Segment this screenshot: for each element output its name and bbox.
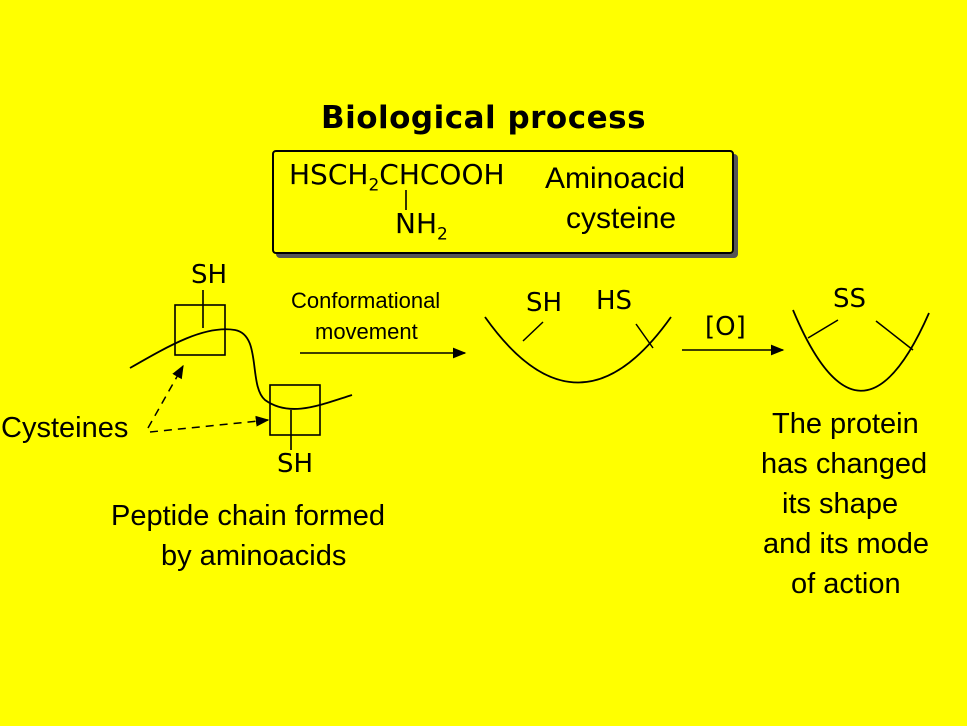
cysteine-pointer-arrow-top: [147, 364, 184, 429]
page-title: Biological process: [320, 100, 647, 136]
cysteine-box-top: [174, 304, 226, 356]
cysteine-box-bottom: [269, 384, 321, 436]
middle-hs-label: HS: [596, 286, 633, 316]
peptide-chain-curve: [129, 328, 353, 410]
peptide-caption-line2: by aminoacids: [161, 540, 347, 572]
cysteine-pointer-arrow-bottom: [149, 415, 270, 433]
result-text-line2: has changed: [761, 448, 928, 480]
formula-label-line1: Aminoacid: [545, 162, 686, 195]
right-s-bond-left: [807, 319, 839, 339]
result-text-line1: The protein: [772, 408, 919, 440]
sh-label-bottom: SH: [277, 449, 314, 479]
right-s-bond-right: [875, 320, 914, 351]
disulfide-ss-label: SS: [833, 284, 867, 314]
result-text-line3: its shape: [782, 488, 899, 520]
formula-box: [272, 150, 734, 254]
conformational-label-line2: movement: [315, 319, 418, 344]
right-u-curve: [792, 309, 930, 392]
cysteines-label: Cysteines: [1, 412, 129, 444]
cysteine-formula: HSCH2CHCOOH: [289, 158, 505, 196]
formula-main-b: CHCOOH: [379, 158, 505, 191]
result-text-line4: and its mode: [763, 528, 930, 560]
formula-amine: NH2: [395, 207, 448, 245]
formula-main-a: HSCH: [289, 158, 369, 191]
middle-sh-bond: [522, 321, 544, 342]
formula-main-sub: 2: [368, 175, 380, 196]
formula-amine-sub: 2: [437, 224, 448, 245]
oxidation-label: [O]: [705, 312, 746, 342]
middle-sh-label: SH: [526, 288, 563, 318]
peptide-caption-line1: Peptide chain formed: [111, 500, 386, 532]
sh-label-top: SH: [191, 260, 228, 290]
middle-hs-bond: [635, 323, 654, 349]
middle-u-curve: [484, 316, 672, 384]
conformational-label-line1: Conformational: [291, 288, 441, 313]
formula-amine-a: NH: [395, 207, 437, 240]
result-text-line5: of action: [791, 568, 901, 600]
formula-label-line2: cysteine: [566, 202, 677, 235]
